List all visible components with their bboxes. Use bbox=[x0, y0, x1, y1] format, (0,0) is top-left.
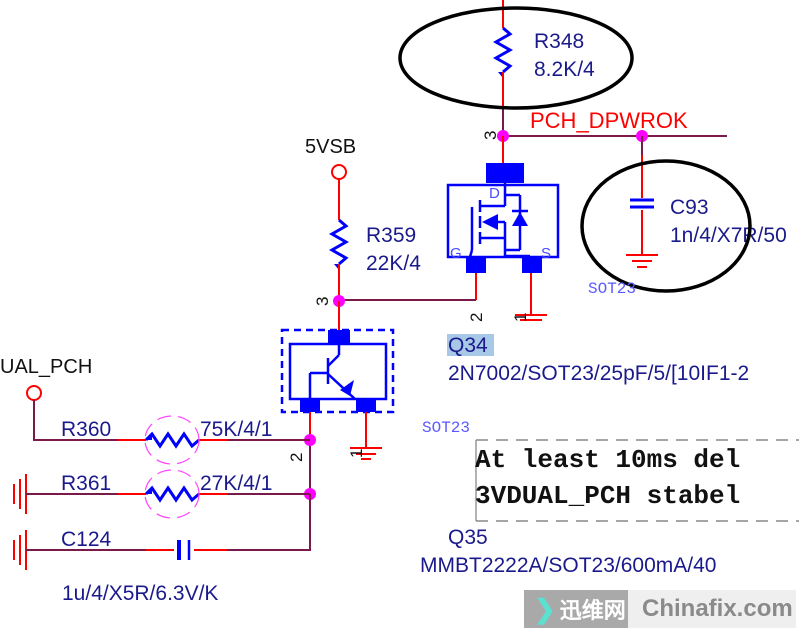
c93-ref: C93 bbox=[670, 196, 709, 219]
c93-capacitor[interactable] bbox=[626, 136, 658, 268]
net-label-5vsb: 5VSB bbox=[305, 136, 356, 158]
r348-resistor[interactable] bbox=[492, 0, 514, 135]
power-port-5vsb bbox=[331, 164, 347, 180]
q34-ref-selection bbox=[447, 334, 494, 356]
pin-number-q35-emitter: 1 bbox=[347, 449, 366, 458]
r360-value: 75K/4/1 bbox=[200, 418, 272, 441]
highlight-ellipse-c93 bbox=[580, 159, 752, 293]
watermark-brand-en: Chinafix.com bbox=[628, 590, 796, 628]
q34-pin-d: D bbox=[489, 185, 500, 202]
r361-value: 27K/4/1 bbox=[200, 472, 272, 495]
r360-ref: R360 bbox=[61, 418, 111, 441]
q35-package: SOT23 bbox=[422, 419, 470, 437]
c124-capacitor[interactable] bbox=[13, 494, 311, 570]
note-line-2: 3VDUAL_PCH stabel bbox=[475, 481, 740, 511]
highlight-ellipse-r348 bbox=[398, 6, 634, 110]
q34-package: SOT23 bbox=[588, 280, 636, 298]
pin-number-q34-drain: 3 bbox=[481, 131, 500, 140]
q35-ref: Q35 bbox=[448, 526, 488, 549]
q34-pin-g: G bbox=[450, 245, 462, 262]
q34-pin-s: S bbox=[541, 245, 551, 262]
q34-mosfet[interactable] bbox=[446, 136, 560, 273]
pin-number-q35-collector: 3 bbox=[313, 297, 332, 306]
pin-number-q34-source: 1 bbox=[511, 313, 530, 322]
note-line-1: At least 10ms del bbox=[475, 445, 740, 475]
net-label-pch-dpwrok: PCH_DPWROK bbox=[530, 108, 688, 133]
c124-ref: C124 bbox=[61, 528, 112, 551]
r361-resistor[interactable] bbox=[13, 469, 310, 519]
note-box bbox=[475, 439, 799, 522]
q34-value: 2N7002/SOT23/25pF/5/[10IF1-2 bbox=[448, 362, 749, 385]
chevron-right-icon: ❯ bbox=[534, 593, 556, 624]
power-port-dual-pch bbox=[26, 385, 42, 401]
q35-value: MMBT2222A/SOT23/600mA/40 bbox=[420, 554, 716, 577]
watermark-brand-cn-block: ❯ 迅维网 bbox=[524, 590, 628, 628]
q34-ref[interactable]: Q34 bbox=[448, 334, 488, 357]
r348-value: 8.2K/4 bbox=[534, 58, 595, 81]
c124-value: 1u/4/X5R/6.3V/K bbox=[62, 582, 218, 605]
pin-number-q34-gate: 2 bbox=[467, 313, 486, 322]
r348-ref: R348 bbox=[534, 30, 584, 53]
watermark-brand-cn: 迅维网 bbox=[559, 598, 626, 623]
pin-number-q35-base: 2 bbox=[287, 453, 306, 462]
r360-resistor[interactable] bbox=[33, 400, 310, 465]
net-label-dual-pch: UAL_PCH bbox=[0, 356, 92, 378]
r359-value: 22K/4 bbox=[366, 252, 421, 275]
ground-symbol bbox=[515, 273, 547, 321]
r359-resistor[interactable] bbox=[328, 179, 350, 300]
watermark: ❯ 迅维网 Chinafix.com bbox=[524, 590, 796, 628]
r361-ref: R361 bbox=[61, 472, 111, 495]
r359-ref: R359 bbox=[366, 224, 416, 247]
c93-value: 1n/4/X7R/50 bbox=[670, 224, 787, 247]
ground-symbol bbox=[350, 412, 382, 460]
q35-transistor[interactable] bbox=[280, 301, 395, 414]
